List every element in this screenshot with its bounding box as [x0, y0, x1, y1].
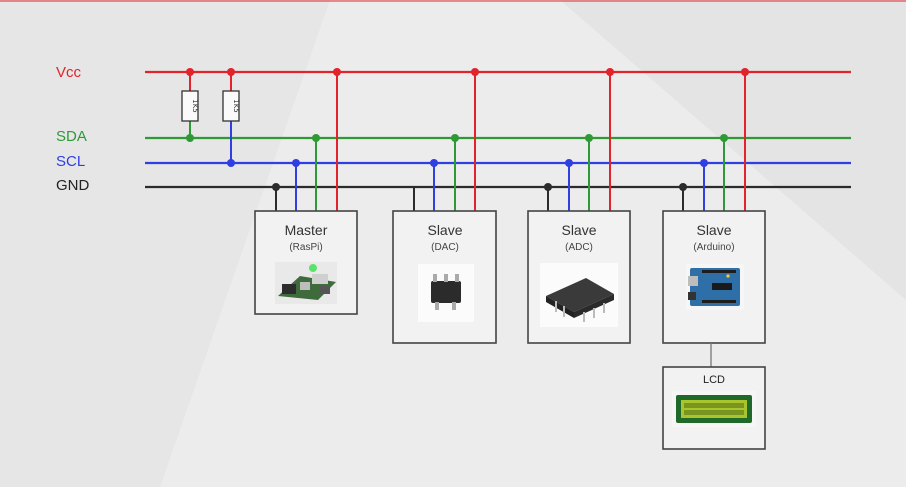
- device-subtitle: (RasPi): [289, 242, 322, 253]
- background-shape: [0, 0, 330, 487]
- device-title: Master: [285, 222, 328, 238]
- arduino-board-icon: [686, 264, 744, 310]
- device-title: Slave: [696, 222, 731, 238]
- vcc-label: Vcc: [56, 64, 82, 81]
- adc-chip-icon: [540, 263, 618, 327]
- device-title: Slave: [561, 222, 596, 238]
- device-subtitle: (Arduino): [693, 242, 734, 253]
- device-subtitle: (ADC): [565, 242, 593, 253]
- scl-label: SCL: [56, 153, 85, 170]
- device-master: Master (RasPi): [254, 68, 358, 315]
- device-title: Slave: [427, 222, 462, 238]
- device-subtitle: (DAC): [431, 242, 459, 253]
- device-slave-dac: Slave (DAC): [392, 68, 497, 344]
- raspberry-pi-board-icon: [275, 262, 337, 304]
- device-slave-arduino: Slave (Arduino): [662, 68, 766, 344]
- pullup-resistor-sda: 1K5: [181, 68, 199, 142]
- background-shape: [560, 0, 906, 300]
- lcd-module: LCD: [662, 366, 766, 450]
- lcd-display-icon: [672, 391, 756, 427]
- pullup-resistor-scl: 1K5: [222, 68, 240, 167]
- sda-label: SDA: [56, 128, 87, 145]
- device-slave-adc: Slave (ADC): [527, 68, 631, 344]
- dac-chip-icon: [418, 264, 474, 322]
- resistor-label: 1K5: [232, 99, 240, 113]
- gnd-label: GND: [56, 177, 90, 194]
- lcd-title: LCD: [703, 374, 725, 386]
- resistor-label: 1K5: [191, 99, 199, 113]
